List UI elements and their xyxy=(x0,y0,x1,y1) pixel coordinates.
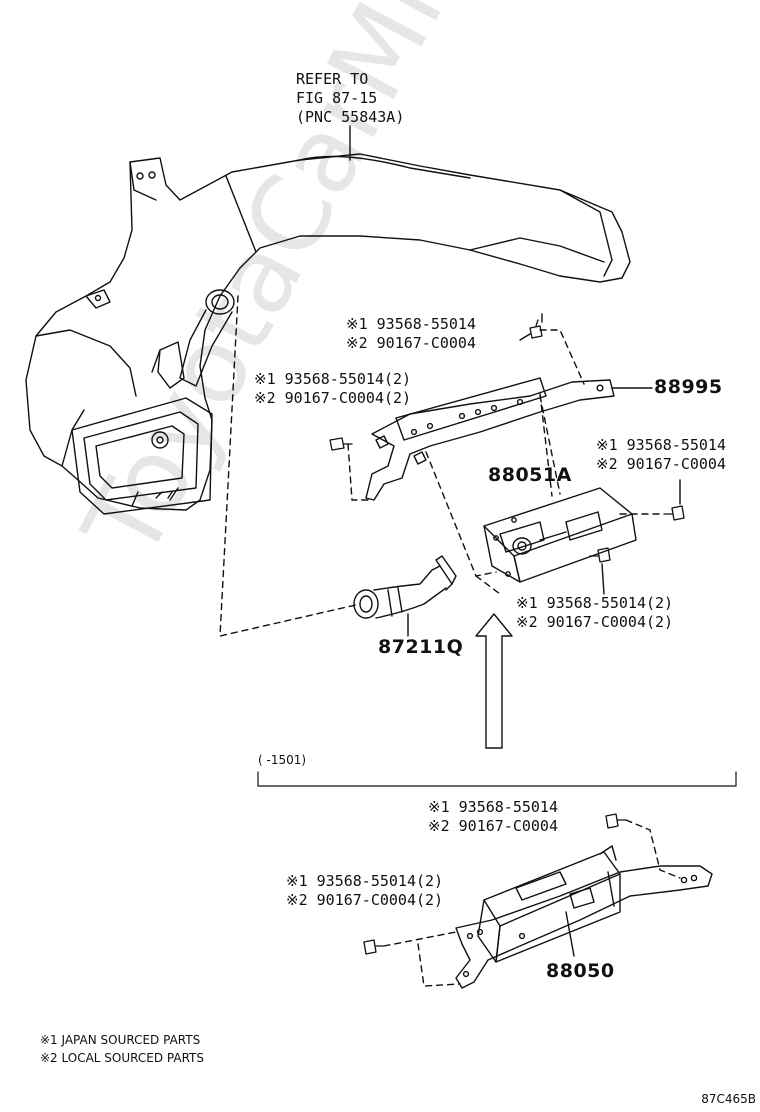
figure-code: 87C465B xyxy=(701,1092,756,1106)
bolt-upper-left xyxy=(329,437,353,451)
bolt-upper-top xyxy=(529,319,543,339)
callout-upper-top: ※1 93568-55014 ※2 90167-C0004 xyxy=(346,315,476,353)
callout-line-2: ※2 90167-C0004(2) xyxy=(286,891,444,909)
air-duct-illustration xyxy=(25,153,631,515)
callout-line-1: ※1 93568-55014 xyxy=(428,798,558,816)
callout-line-2: ※2 90167-C0004(2) xyxy=(516,613,674,631)
hose-87211Q-illustration xyxy=(353,555,457,619)
callout-line-1: ※1 93568-55014 xyxy=(596,436,726,454)
callout-lower-top: ※1 93568-55014 ※2 90167-C0004 xyxy=(428,798,558,836)
ecu-88050-illustration xyxy=(455,845,713,989)
ecu-88051A-illustration xyxy=(483,487,637,583)
callout-line-2: ※2 90167-C0004 xyxy=(346,334,476,352)
callout-line-1: ※1 93568-55014(2) xyxy=(286,872,444,890)
direction-arrow xyxy=(475,613,513,749)
callout-line-2: ※2 90167-C0004 xyxy=(596,455,726,473)
range-label: ( -1501) xyxy=(258,753,307,767)
duct-ref-dashed-line xyxy=(219,295,361,637)
legend: ※1 JAPAN SOURCED PARTS ※2 LOCAL SOURCED … xyxy=(40,1031,204,1067)
callout-line-1: ※1 93568-55014(2) xyxy=(516,594,674,612)
callout-line-1: ※1 93568-55014 xyxy=(346,315,476,333)
part-88050: 88050 xyxy=(546,960,615,982)
callout-line-2: ※2 90167-C0004(2) xyxy=(254,389,412,407)
callout-upper-right: ※1 93568-55014 ※2 90167-C0004 xyxy=(596,436,726,474)
range-bracket-line xyxy=(257,771,737,787)
bolt-lower-top xyxy=(605,813,627,829)
callout-line-1: ※1 93568-55014(2) xyxy=(254,370,412,388)
refer-line-1: REFER TO xyxy=(296,70,369,88)
callout-upper-bottom: ※1 93568-55014(2) ※2 90167-C0004(2) xyxy=(516,594,673,632)
refer-line-3: (PNC 55843A) xyxy=(296,108,405,126)
bolt-lower-left xyxy=(363,939,385,955)
legend-line-1: ※1 JAPAN SOURCED PARTS xyxy=(40,1033,201,1047)
bracket-88995-illustration xyxy=(365,377,615,501)
part-88051A: 88051A xyxy=(488,464,572,486)
legend-line-2: ※2 LOCAL SOURCED PARTS xyxy=(40,1051,204,1065)
part-87211Q: 87211Q xyxy=(378,636,464,658)
refer-line-2: FIG 87-15 xyxy=(296,89,378,107)
part-88995: 88995 xyxy=(654,376,723,398)
callout-lower-left: ※1 93568-55014(2) ※2 90167-C0004(2) xyxy=(286,872,443,910)
bolt-upper-right xyxy=(663,505,685,521)
callout-line-2: ※2 90167-C0004 xyxy=(428,817,558,835)
callout-upper-left: ※1 93568-55014(2) ※2 90167-C0004(2) xyxy=(254,370,411,408)
refer-label: REFER TO FIG 87-15 (PNC 55843A) xyxy=(296,70,404,127)
